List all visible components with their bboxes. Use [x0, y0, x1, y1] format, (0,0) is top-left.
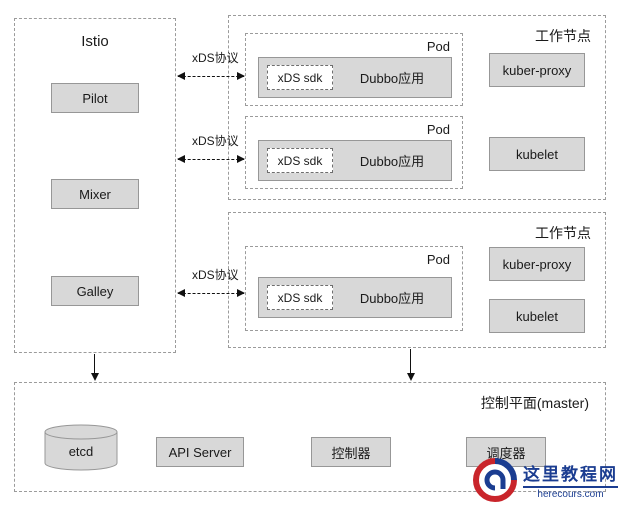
- istio-zone-title: Istio: [81, 33, 109, 50]
- arrow-head-down-icon: [406, 373, 415, 381]
- dubbo-app-label-2: Dubbo应用: [359, 154, 425, 169]
- arrow-head-down-icon: [90, 373, 99, 381]
- worker-node-1-zone: 工作节点 Pod xDS sdk Dubbo应用 Pod xDS sdk Dub…: [228, 15, 606, 200]
- pod-1-label: Pod: [426, 39, 450, 54]
- site-watermark-text: 这里教程网 herecours.com: [523, 460, 618, 500]
- pilot-box: Pilot: [51, 83, 139, 113]
- worker-node-2-zone: 工作节点 Pod xDS sdk Dubbo应用 kuber-proxy kub…: [228, 212, 606, 348]
- kubelet-box-1: kubelet: [489, 137, 585, 171]
- pod-2: Pod xDS sdk Dubbo应用: [245, 116, 463, 189]
- xds-sdk-box-2: xDS sdk: [267, 148, 333, 173]
- dubbo-app-label-1: Dubbo应用: [359, 71, 425, 86]
- xds-protocol-label-2: xDS协议: [192, 134, 239, 148]
- kubelet-box-2: kubelet: [489, 299, 585, 333]
- dubbo-app-box-1: xDS sdk Dubbo应用: [258, 57, 452, 98]
- site-name: 这里教程网: [523, 460, 618, 488]
- worker-to-control-plane-arrow: [406, 349, 415, 381]
- xds-sdk-box-3: xDS sdk: [267, 285, 333, 310]
- dubbo-app-label-3: Dubbo应用: [359, 291, 425, 306]
- kuber-proxy-box-1: kuber-proxy: [489, 53, 585, 87]
- worker-node-2-title: 工作节点: [535, 225, 591, 241]
- control-plane-title: 控制平面(master): [480, 395, 589, 411]
- istio-zone: Istio Pilot Mixer Galley: [14, 18, 176, 353]
- dubbo-app-box-3: xDS sdk Dubbo应用: [258, 277, 452, 318]
- site-url: herecours.com: [537, 489, 604, 500]
- etcd-cylinder: etcd: [44, 424, 118, 471]
- galley-box: Galley: [51, 276, 139, 306]
- site-logo-icon: [473, 458, 517, 502]
- xds-arrow-2: [177, 155, 245, 163]
- arrow-head-right-icon: [237, 289, 245, 297]
- xds-protocol-label-1: xDS协议: [192, 51, 239, 65]
- arrow-head-left-icon: [177, 289, 185, 297]
- pod-3-label: Pod: [426, 252, 450, 267]
- mixer-box: Mixer: [51, 179, 139, 209]
- control-plane-zone: 控制平面(master) etcd API Server 控制器 调度器: [14, 382, 606, 492]
- worker-node-1-title: 工作节点: [535, 28, 591, 44]
- pod-2-label: Pod: [426, 122, 450, 137]
- xds-protocol-label-3: xDS协议: [192, 268, 239, 282]
- api-server-box: API Server: [156, 437, 244, 467]
- etcd-label: etcd: [69, 444, 94, 459]
- xds-arrow-1: [177, 72, 245, 80]
- arrow-head-right-icon: [237, 72, 245, 80]
- istio-to-control-plane-arrow: [90, 354, 99, 381]
- xds-arrow-3: [177, 289, 245, 297]
- dubbo-app-box-2: xDS sdk Dubbo应用: [258, 140, 452, 181]
- arrow-head-right-icon: [237, 155, 245, 163]
- pod-3: Pod xDS sdk Dubbo应用: [245, 246, 463, 331]
- arrow-head-left-icon: [177, 155, 185, 163]
- site-watermark: 这里教程网 herecours.com: [473, 458, 618, 502]
- controller-box: 控制器: [311, 437, 391, 467]
- kuber-proxy-box-2: kuber-proxy: [489, 247, 585, 281]
- pod-1: Pod xDS sdk Dubbo应用: [245, 33, 463, 106]
- xds-sdk-box-1: xDS sdk: [267, 65, 333, 90]
- arrow-head-left-icon: [177, 72, 185, 80]
